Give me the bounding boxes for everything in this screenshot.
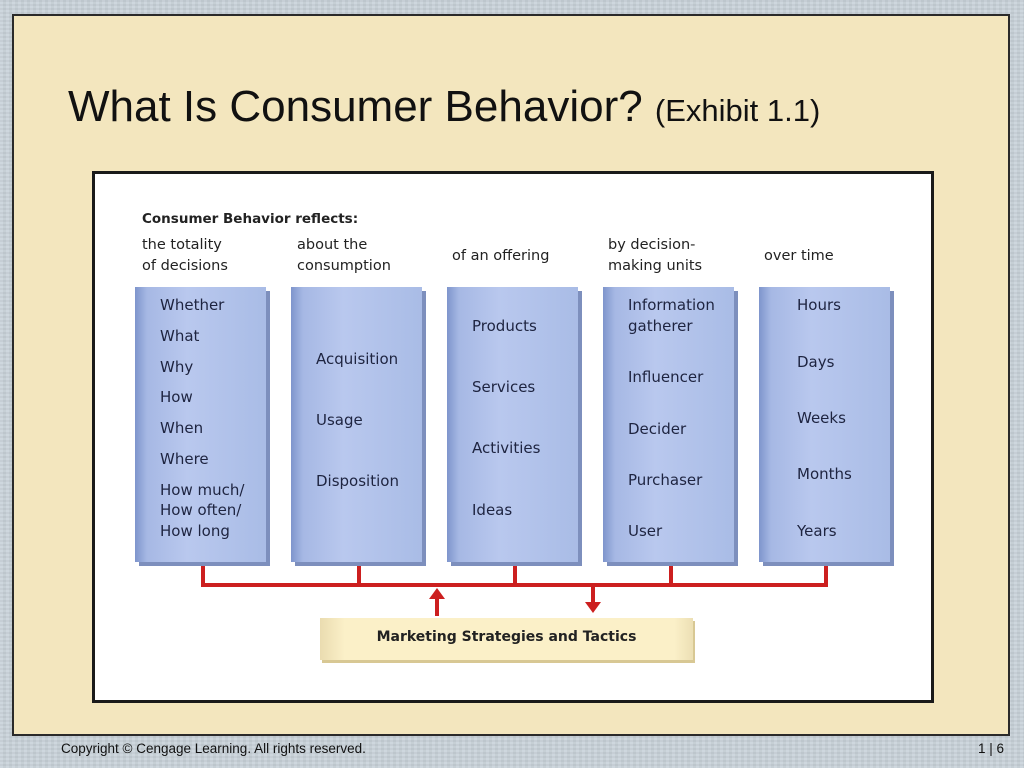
box-item: Hours — [797, 296, 841, 314]
box-item: How much/ — [160, 481, 245, 499]
box-item: Activities — [472, 439, 541, 457]
box-item: Why — [160, 358, 194, 376]
box-item: Information — [628, 296, 715, 314]
box-item: Whether — [160, 296, 225, 314]
up-arrow-icon — [429, 588, 445, 599]
box-item: User — [628, 522, 663, 540]
slide-title-suffix: (Exhibit 1.1) — [654, 93, 821, 128]
time-box: Hours Days Weeks Months Years — [759, 287, 890, 562]
connector-lines — [201, 563, 828, 616]
column-header-line: making units — [608, 258, 703, 274]
column-header-consumption: about the consumption — [297, 235, 391, 277]
box-item: Acquisition — [316, 350, 399, 368]
column-header-line: the totality — [142, 237, 222, 253]
column-header-line: by decision- — [608, 237, 696, 253]
box-item: Influencer — [628, 368, 704, 386]
slide-title: What Is Consumer Behavior? (Exhibit 1.1) — [68, 82, 820, 132]
slide-title-main: What Is Consumer Behavior? — [68, 82, 643, 131]
page-number: 1 | 6 — [977, 741, 1004, 756]
offering-box: Products Services Activities Ideas — [447, 287, 578, 562]
box-item: Weeks — [797, 409, 846, 427]
box-item: Usage — [316, 411, 363, 429]
decision-units-box: Information gatherer Influencer Decider … — [603, 287, 734, 562]
decisions-box: Whether What Why How When Where How much… — [135, 287, 266, 562]
box-item: Days — [797, 353, 835, 371]
box-item: Disposition — [316, 472, 399, 490]
column-header-decision-units: by decision- making units — [608, 235, 702, 277]
box-item: Years — [797, 522, 837, 540]
box-item: Purchaser — [628, 471, 703, 489]
box-item: How long — [160, 522, 230, 540]
box-item: gatherer — [628, 317, 693, 335]
box-item: How — [160, 388, 193, 406]
box-item: How often/ — [160, 501, 242, 519]
box-item: Decider — [628, 420, 687, 438]
column-header-line: consumption — [297, 258, 391, 274]
column-header-line: over time — [764, 248, 834, 264]
slide: What Is Consumer Behavior? (Exhibit 1.1)… — [12, 14, 1010, 736]
column-header-line: of an offering — [452, 248, 550, 264]
column-header-line: about the — [297, 237, 368, 253]
consumption-box: Acquisition Usage Disposition — [291, 287, 422, 562]
box-item: Months — [797, 465, 852, 483]
column-header-time: over time — [764, 246, 834, 267]
exhibit-diagram: Consumer Behavior reflects: the totality… — [92, 171, 934, 703]
marketing-strategies-box: Marketing Strategies and Tactics — [320, 618, 693, 660]
box-item: Products — [472, 317, 537, 335]
diagram-heading: Consumer Behavior reflects: — [142, 211, 359, 227]
box-item: Where — [160, 450, 209, 468]
box-item: Ideas — [472, 501, 513, 519]
box-item: What — [160, 327, 200, 345]
slide-footer: Copyright © Cengage Learning. All rights… — [0, 739, 1024, 761]
copyright-text: Copyright © Cengage Learning. All rights… — [61, 741, 366, 756]
column-header-line: of decisions — [142, 258, 228, 274]
column-header-offering: of an offering — [452, 246, 549, 267]
down-arrow-icon — [585, 602, 601, 613]
box-item: When — [160, 419, 204, 437]
marketing-strategies-label: Marketing Strategies and Tactics — [376, 629, 637, 645]
box-item: Services — [472, 378, 536, 396]
column-header-decisions: the totality of decisions — [142, 235, 228, 277]
